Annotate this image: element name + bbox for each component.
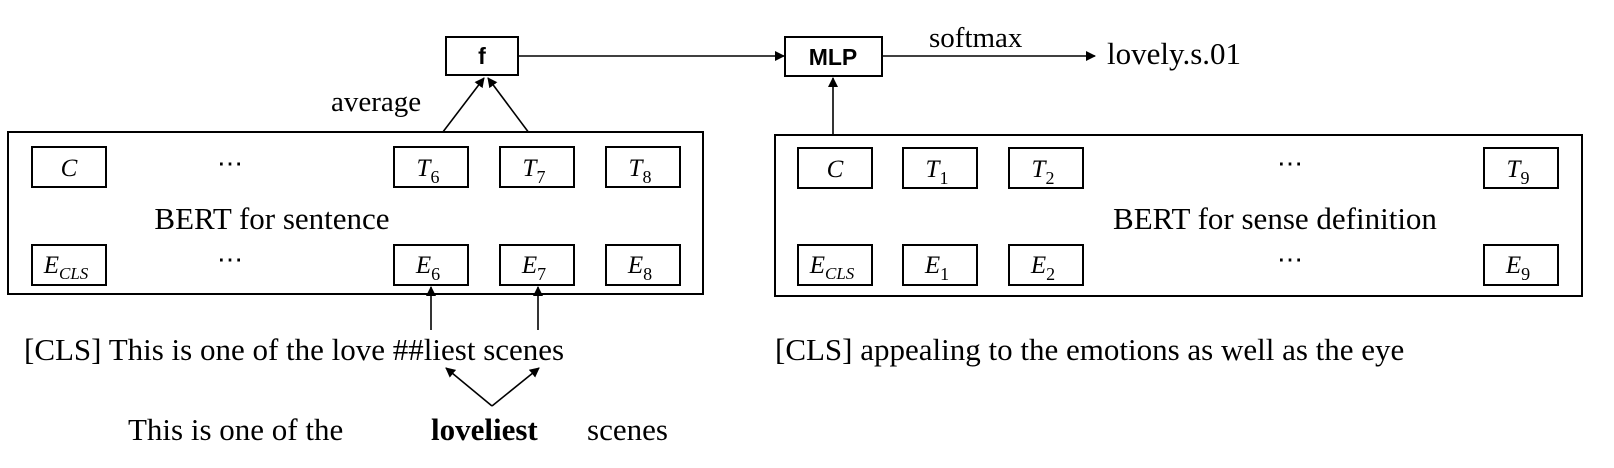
svg-text:E8: E8 <box>627 252 652 284</box>
definition-token-input: [CLS] appealing to the emotions as well … <box>775 332 1404 367</box>
bert-definition-title: BERT for sense definition <box>1113 201 1437 236</box>
token-e6: E6 <box>393 244 469 286</box>
bert-definition-block: C T1 T2 ⋯ T9 BERT for sense definition E… <box>774 134 1583 297</box>
svg-text:ECLS: ECLS <box>809 252 855 283</box>
token-c-right: C <box>797 147 873 189</box>
svg-text:T1: T1 <box>926 156 949 188</box>
token-t1: T1 <box>902 147 978 189</box>
f-node: f <box>445 36 519 76</box>
bottom-ellipsis: ⋯ <box>217 245 243 274</box>
top-ellipsis: ⋯ <box>217 149 243 178</box>
token-t2: T2 <box>1008 147 1084 189</box>
bert-sentence-block: C ⋯ T6 T7 T8 BERT for sentence ECLS ⋯ E6… <box>7 131 704 295</box>
svg-text:T8: T8 <box>629 155 652 187</box>
svg-text:T2: T2 <box>1032 156 1055 188</box>
svg-text:T6: T6 <box>417 155 440 187</box>
split-to-liest-arrow <box>491 367 540 407</box>
right-top-ellipsis: ⋯ <box>1277 149 1303 178</box>
original-sentence-prefix: This is one of the <box>128 412 343 447</box>
split-to-love-arrow <box>445 367 493 407</box>
token-c: C <box>31 146 107 188</box>
svg-text:T7: T7 <box>523 155 546 187</box>
sentence-token-input: [CLS] This is one of the love ##liest sc… <box>24 332 564 367</box>
token-t7: T7 <box>499 146 575 188</box>
mlp-label: MLP <box>809 44 858 70</box>
average-label: average <box>331 86 421 118</box>
token-e-cls: ECLS <box>31 244 107 286</box>
token-t9: T9 <box>1483 147 1559 189</box>
token-e-cls-right: ECLS <box>797 244 873 286</box>
svg-text:E7: E7 <box>521 252 546 284</box>
right-bottom-ellipsis: ⋯ <box>1277 245 1303 274</box>
svg-text:E2: E2 <box>1030 252 1055 284</box>
mlp-node: MLP <box>784 36 883 77</box>
svg-text:T9: T9 <box>1507 156 1530 188</box>
output-sense-label: lovely.s.01 <box>1107 36 1241 71</box>
svg-text:C: C <box>827 156 844 183</box>
token-e8: E8 <box>605 244 681 286</box>
svg-text:E1: E1 <box>924 252 949 284</box>
original-sentence-suffix: scenes <box>587 412 668 447</box>
svg-text:C: C <box>61 155 78 182</box>
token-e9: E9 <box>1483 244 1559 286</box>
target-word: loveliest <box>431 412 538 447</box>
token-t8: T8 <box>605 146 681 188</box>
bert-sentence-title: BERT for sentence <box>154 201 389 236</box>
svg-text:E9: E9 <box>1505 252 1530 284</box>
f-label: f <box>478 43 486 69</box>
svg-text:E6: E6 <box>415 252 440 284</box>
token-e7: E7 <box>499 244 575 286</box>
svg-text:ECLS: ECLS <box>43 252 89 283</box>
softmax-label: softmax <box>929 22 1023 54</box>
token-t6: T6 <box>393 146 469 188</box>
token-e2: E2 <box>1008 244 1084 286</box>
token-e1: E1 <box>902 244 978 286</box>
